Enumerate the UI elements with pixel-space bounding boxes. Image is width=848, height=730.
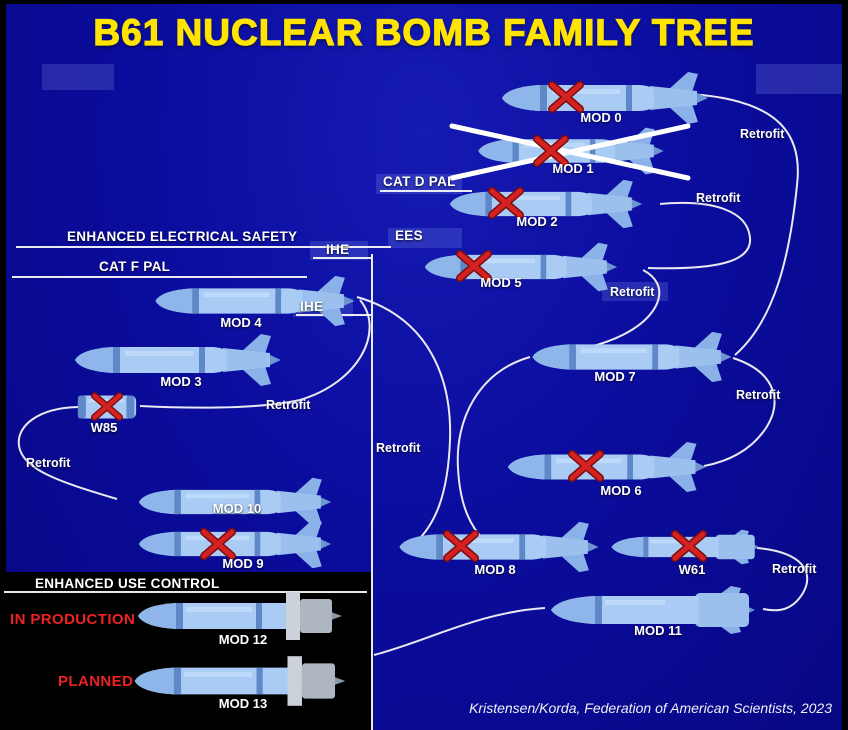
- connector-mod7-mod6: [703, 357, 776, 467]
- label-mod6: MOD 6: [600, 483, 642, 498]
- label-mod10: MOD 10: [212, 501, 262, 516]
- label-retrofit-5: Retrofit: [26, 456, 71, 470]
- label-retrofit-1: Retrofit: [740, 127, 785, 141]
- label-ihe-upper: IHE: [326, 242, 350, 257]
- label-mod4: MOD 4: [220, 315, 262, 330]
- label-enhanced-electrical-safety: ENHANCED ELECTRICAL SAFETY: [67, 229, 298, 244]
- canceled-x-icon: [449, 123, 691, 181]
- connector-mod11-mod12: [373, 607, 546, 656]
- label-ihe-lower: IHE: [300, 299, 324, 314]
- label-mod2: MOD 2: [516, 214, 558, 229]
- connector-w85-mod10: [17, 406, 118, 500]
- label-w61: W61: [678, 562, 706, 577]
- connector-mod4-w85: [139, 299, 371, 409]
- label-ees: EES: [395, 228, 423, 243]
- label-planned: PLANNED: [58, 673, 134, 690]
- label-cat-f-pal: CAT F PAL: [99, 259, 171, 274]
- connector-w61-mod11: [756, 547, 809, 612]
- label-retrofit-7: Retrofit: [736, 388, 781, 402]
- label-mod7: MOD 7: [594, 369, 636, 384]
- label-cat-d-pal: CAT D PAL: [383, 174, 456, 189]
- label-retrofit-4: Retrofit: [266, 398, 311, 412]
- attribution-credit: Kristensen/Korda, Federation of American…: [469, 700, 832, 716]
- lower-left-panel: [0, 572, 372, 730]
- label-mod3: MOD 3: [160, 374, 202, 389]
- label-enhanced-use-control: ENHANCED USE CONTROL: [35, 576, 220, 591]
- label-retrofit-6: Retrofit: [376, 441, 421, 455]
- label-mod11: MOD 11: [634, 623, 682, 638]
- label-mod8: MOD 8: [474, 562, 516, 577]
- label-mod0: MOD 0: [580, 110, 622, 125]
- label-mod9: MOD 9: [222, 556, 264, 571]
- connector-mod0-mod7: [689, 93, 799, 356]
- connector-mod4-mod8: [356, 296, 452, 544]
- label-retrofit-3: Retrofit: [610, 285, 655, 299]
- label-mod1: MOD 1: [552, 161, 594, 176]
- label-in-production: IN PRODUCTION: [10, 611, 136, 628]
- label-mod13: MOD 13: [218, 696, 268, 711]
- label-retrofit-2: Retrofit: [696, 191, 741, 205]
- connector-mod2-mod5: [647, 202, 752, 270]
- label-retrofit-8: Retrofit: [772, 562, 817, 576]
- connector-mod7-mod8: [456, 356, 531, 541]
- label-w85: W85: [90, 420, 118, 435]
- page-title: B61 NUCLEAR BOMB FAMILY TREE: [93, 11, 755, 53]
- label-mod5: MOD 5: [480, 275, 522, 290]
- label-mod12: MOD 12: [218, 632, 268, 647]
